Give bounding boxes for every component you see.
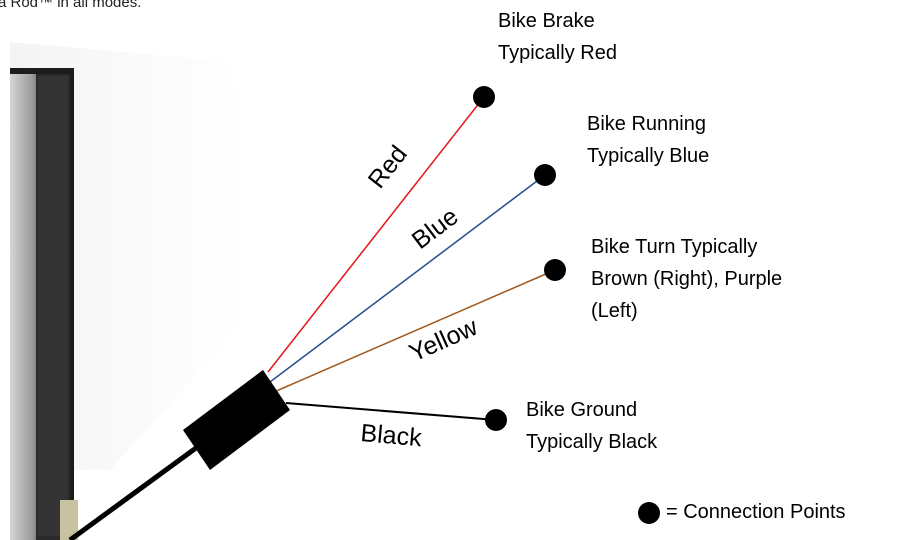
ground-connection-point [485,409,507,431]
legend-label: = Connection Points [666,501,846,523]
ground-connection-label: Bike Ground Typically Black [526,399,658,453]
running-connection-point [534,164,556,186]
running-connection-label: Bike Running Typically Blue [587,113,710,167]
brake-connection-point [473,86,495,108]
connector-block [183,370,290,470]
turn-connection-label: Bike Turn Typically Brown (Right), Purpl… [591,236,783,322]
yellow-wire [273,269,556,393]
light-bar-device [10,68,78,540]
blue-wire-label: Blue [407,202,464,254]
brake-connection-label: Bike Brake Typically Red [498,10,617,64]
blue-wire [269,174,546,383]
red-wire-label: Red [363,140,413,193]
legend: = Connection Points [638,501,846,524]
black-wire-label: Black [359,419,423,452]
main-cable [68,445,198,540]
connection-point-icon [638,501,660,524]
red-wire [267,96,485,373]
yellow-wire-label: Yellow [405,312,482,367]
turn-connection-point [544,259,566,281]
black-wire [285,402,497,421]
top-note: a Rod™ in all modes. [0,0,142,11]
